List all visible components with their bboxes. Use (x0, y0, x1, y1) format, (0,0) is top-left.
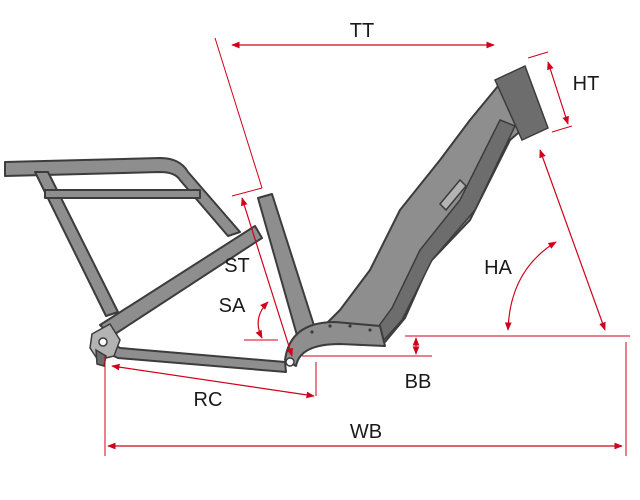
dimension-wb: WB (104, 342, 627, 456)
dimension-st: ST (224, 197, 293, 357)
dimension-sa: SA (219, 295, 278, 341)
label-ht: HT (573, 73, 600, 95)
seat-stay (99, 225, 263, 337)
head-tube (494, 64, 549, 141)
bike-frame (4, 64, 549, 373)
dimension-ht: HT (527, 51, 600, 133)
label-st: ST (224, 255, 250, 277)
label-tt: TT (350, 20, 374, 42)
dimension-tt: TT (214, 20, 495, 197)
dimension-rc: RC (111, 362, 317, 411)
dimension-bb: BB (302, 337, 432, 393)
label-ha: HA (484, 257, 512, 279)
label-rc: RC (194, 389, 223, 411)
label-bb: BB (405, 371, 432, 393)
seat-tube (257, 193, 319, 347)
label-sa: SA (219, 295, 246, 317)
motor-housing (284, 321, 386, 367)
down-tube-highlight (438, 178, 468, 212)
chain-stay (95, 335, 287, 373)
rear-dropout (89, 322, 121, 367)
rear-rack (4, 157, 241, 317)
dimension-ha: HA (405, 149, 630, 337)
label-wb: WB (350, 421, 382, 443)
